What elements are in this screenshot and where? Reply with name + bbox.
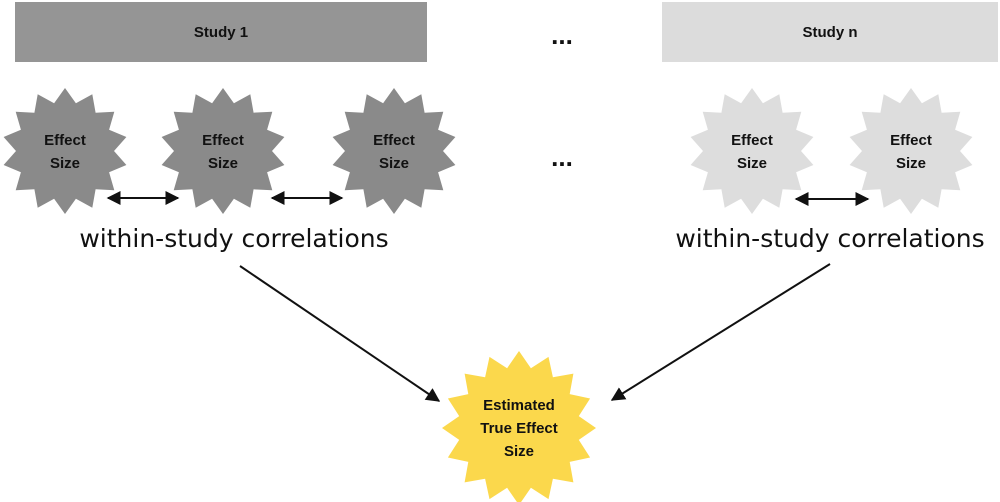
- effect-size-burst: Effect Size: [849, 88, 973, 214]
- within-study-correlations-label: within-study correlations: [79, 224, 388, 253]
- within-study-correlations-label: within-study correlations: [675, 224, 984, 253]
- effect-size-label: Effect: [731, 132, 773, 149]
- estimated-true-effect-size-burst: Estimated True Effect Size: [442, 351, 596, 502]
- study-1-bar: [15, 2, 427, 62]
- effect-size-label: Effect: [202, 132, 244, 149]
- result-label: Size: [504, 443, 534, 460]
- study-1-header: Study 1: [15, 2, 427, 62]
- study-n-bar: [662, 2, 998, 62]
- header-ellipsis: ...: [551, 20, 573, 50]
- effect-size-burst: Effect Size: [161, 88, 285, 214]
- study-n-header: Study n: [662, 2, 998, 62]
- effect-size-label: Size: [737, 155, 767, 172]
- middle-ellipsis: ...: [551, 142, 573, 172]
- result-label: Estimated: [483, 397, 555, 414]
- effect-size-burst: Effect Size: [332, 88, 456, 214]
- effect-size-label: Size: [896, 155, 926, 172]
- effect-size-label: Effect: [44, 132, 86, 149]
- pooling-arrow-left: [239, 265, 441, 402]
- effect-size-burst: Effect Size: [3, 88, 127, 214]
- result-label: True Effect: [480, 420, 558, 437]
- effect-size-label: Size: [379, 155, 409, 172]
- effect-size-burst: Effect Size: [690, 88, 814, 214]
- pooling-arrow-right: [610, 263, 831, 401]
- effect-size-label: Size: [208, 155, 238, 172]
- study-n-label: Study n: [803, 24, 858, 41]
- effect-size-label: Size: [50, 155, 80, 172]
- effect-size-label: Effect: [373, 132, 415, 149]
- study-1-label: Study 1: [194, 24, 248, 41]
- effect-size-label: Effect: [890, 132, 932, 149]
